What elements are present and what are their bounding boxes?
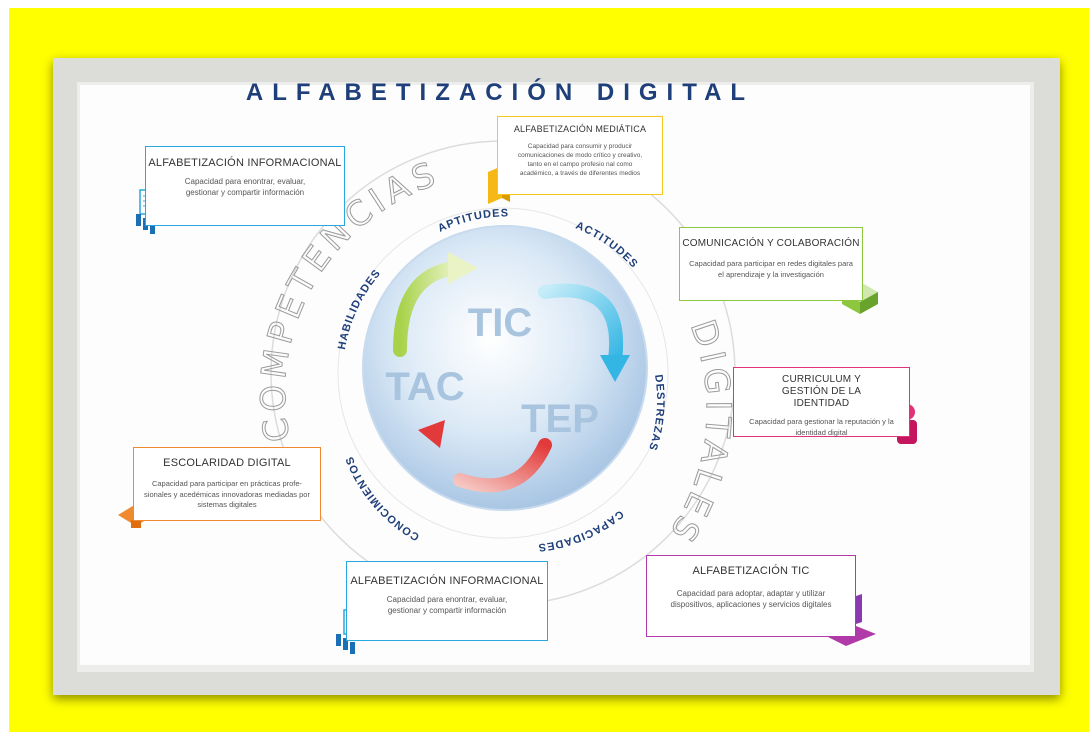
green-arrowhead [448,252,478,284]
box-alfabetizacion-informacional-top: ALFABETIZACIÓN INFORMACIONAL Capacidad p… [145,146,345,226]
box-description: Capacidad para enontrar, evaluar, gestio… [386,595,508,615]
box-description: Capacidad para consumir y producir comun… [517,143,643,177]
ring-label-capacidades: CAPACIDADES [537,508,626,554]
box-alfabetizacion-mediatica: ALFABETIZACIÓN MEDIÁTICA Capacidad para … [497,116,663,195]
blue-arrow [538,283,624,367]
poster-title: ALFABETIZACIÓN DIGITAL [246,78,754,106]
box-escolaridad-digital: ESCOLARIDAD DIGITAL Capacidad para parti… [133,447,321,521]
box-title: ALFABETIZACIÓN INFORMACIONAL [350,575,544,587]
green-arrow [393,261,462,357]
box-title: CURRICULUM Y GESTIÓN DE LA IDENTIDAD [781,374,862,409]
box-description: Capacidad para gestionar la reputación y… [749,417,894,437]
box-title: ESCOLARIDAD DIGITAL [163,457,291,469]
box-curriculum-identidad: CURRICULUM Y GESTIÓN DE LA IDENTIDAD Cap… [733,367,910,437]
box-alfabetizacion-informacional-bottom: ALFABETIZACIÓN INFORMACIONAL Capacidad p… [346,561,548,641]
box-description: Capacidad para participar en redes digit… [689,259,853,279]
red-arrowhead [418,420,445,448]
box-title: ALFABETIZACIÓN MEDIÁTICA [513,124,647,134]
tac-label: TAC [385,365,464,409]
box-title: ALFABETIZACIÓN TIC [692,565,810,577]
inner-ring [337,207,669,539]
box-comunicacion-colaboracion: COMUNICACIÓN Y COLABORACIÓN Capacidad pa… [679,227,863,301]
ring-label-destrezas: DESTREZAS [646,374,666,453]
box-alfabetizacion-tic: ALFABETIZACIÓN TIC Capacidad para adopta… [646,555,856,637]
box-title: ALFABETIZACIÓN INFORMACIONAL [148,157,342,169]
red-arrow [453,438,552,493]
tep-label: TEP [521,397,599,441]
box-title: COMUNICACIÓN Y COLABORACIÓN [682,238,860,249]
box-description: Capacidad para adoptar, adaptar y utiliz… [670,589,832,609]
blue-arrowhead [600,355,630,382]
box-description: Capacidad para enontrar, evaluar, gestio… [184,177,306,197]
digitales-text: DIGITALES [660,315,738,552]
box-description: Capacidad para participar en prácticas p… [144,479,310,509]
tic-label: TIC [468,301,532,345]
